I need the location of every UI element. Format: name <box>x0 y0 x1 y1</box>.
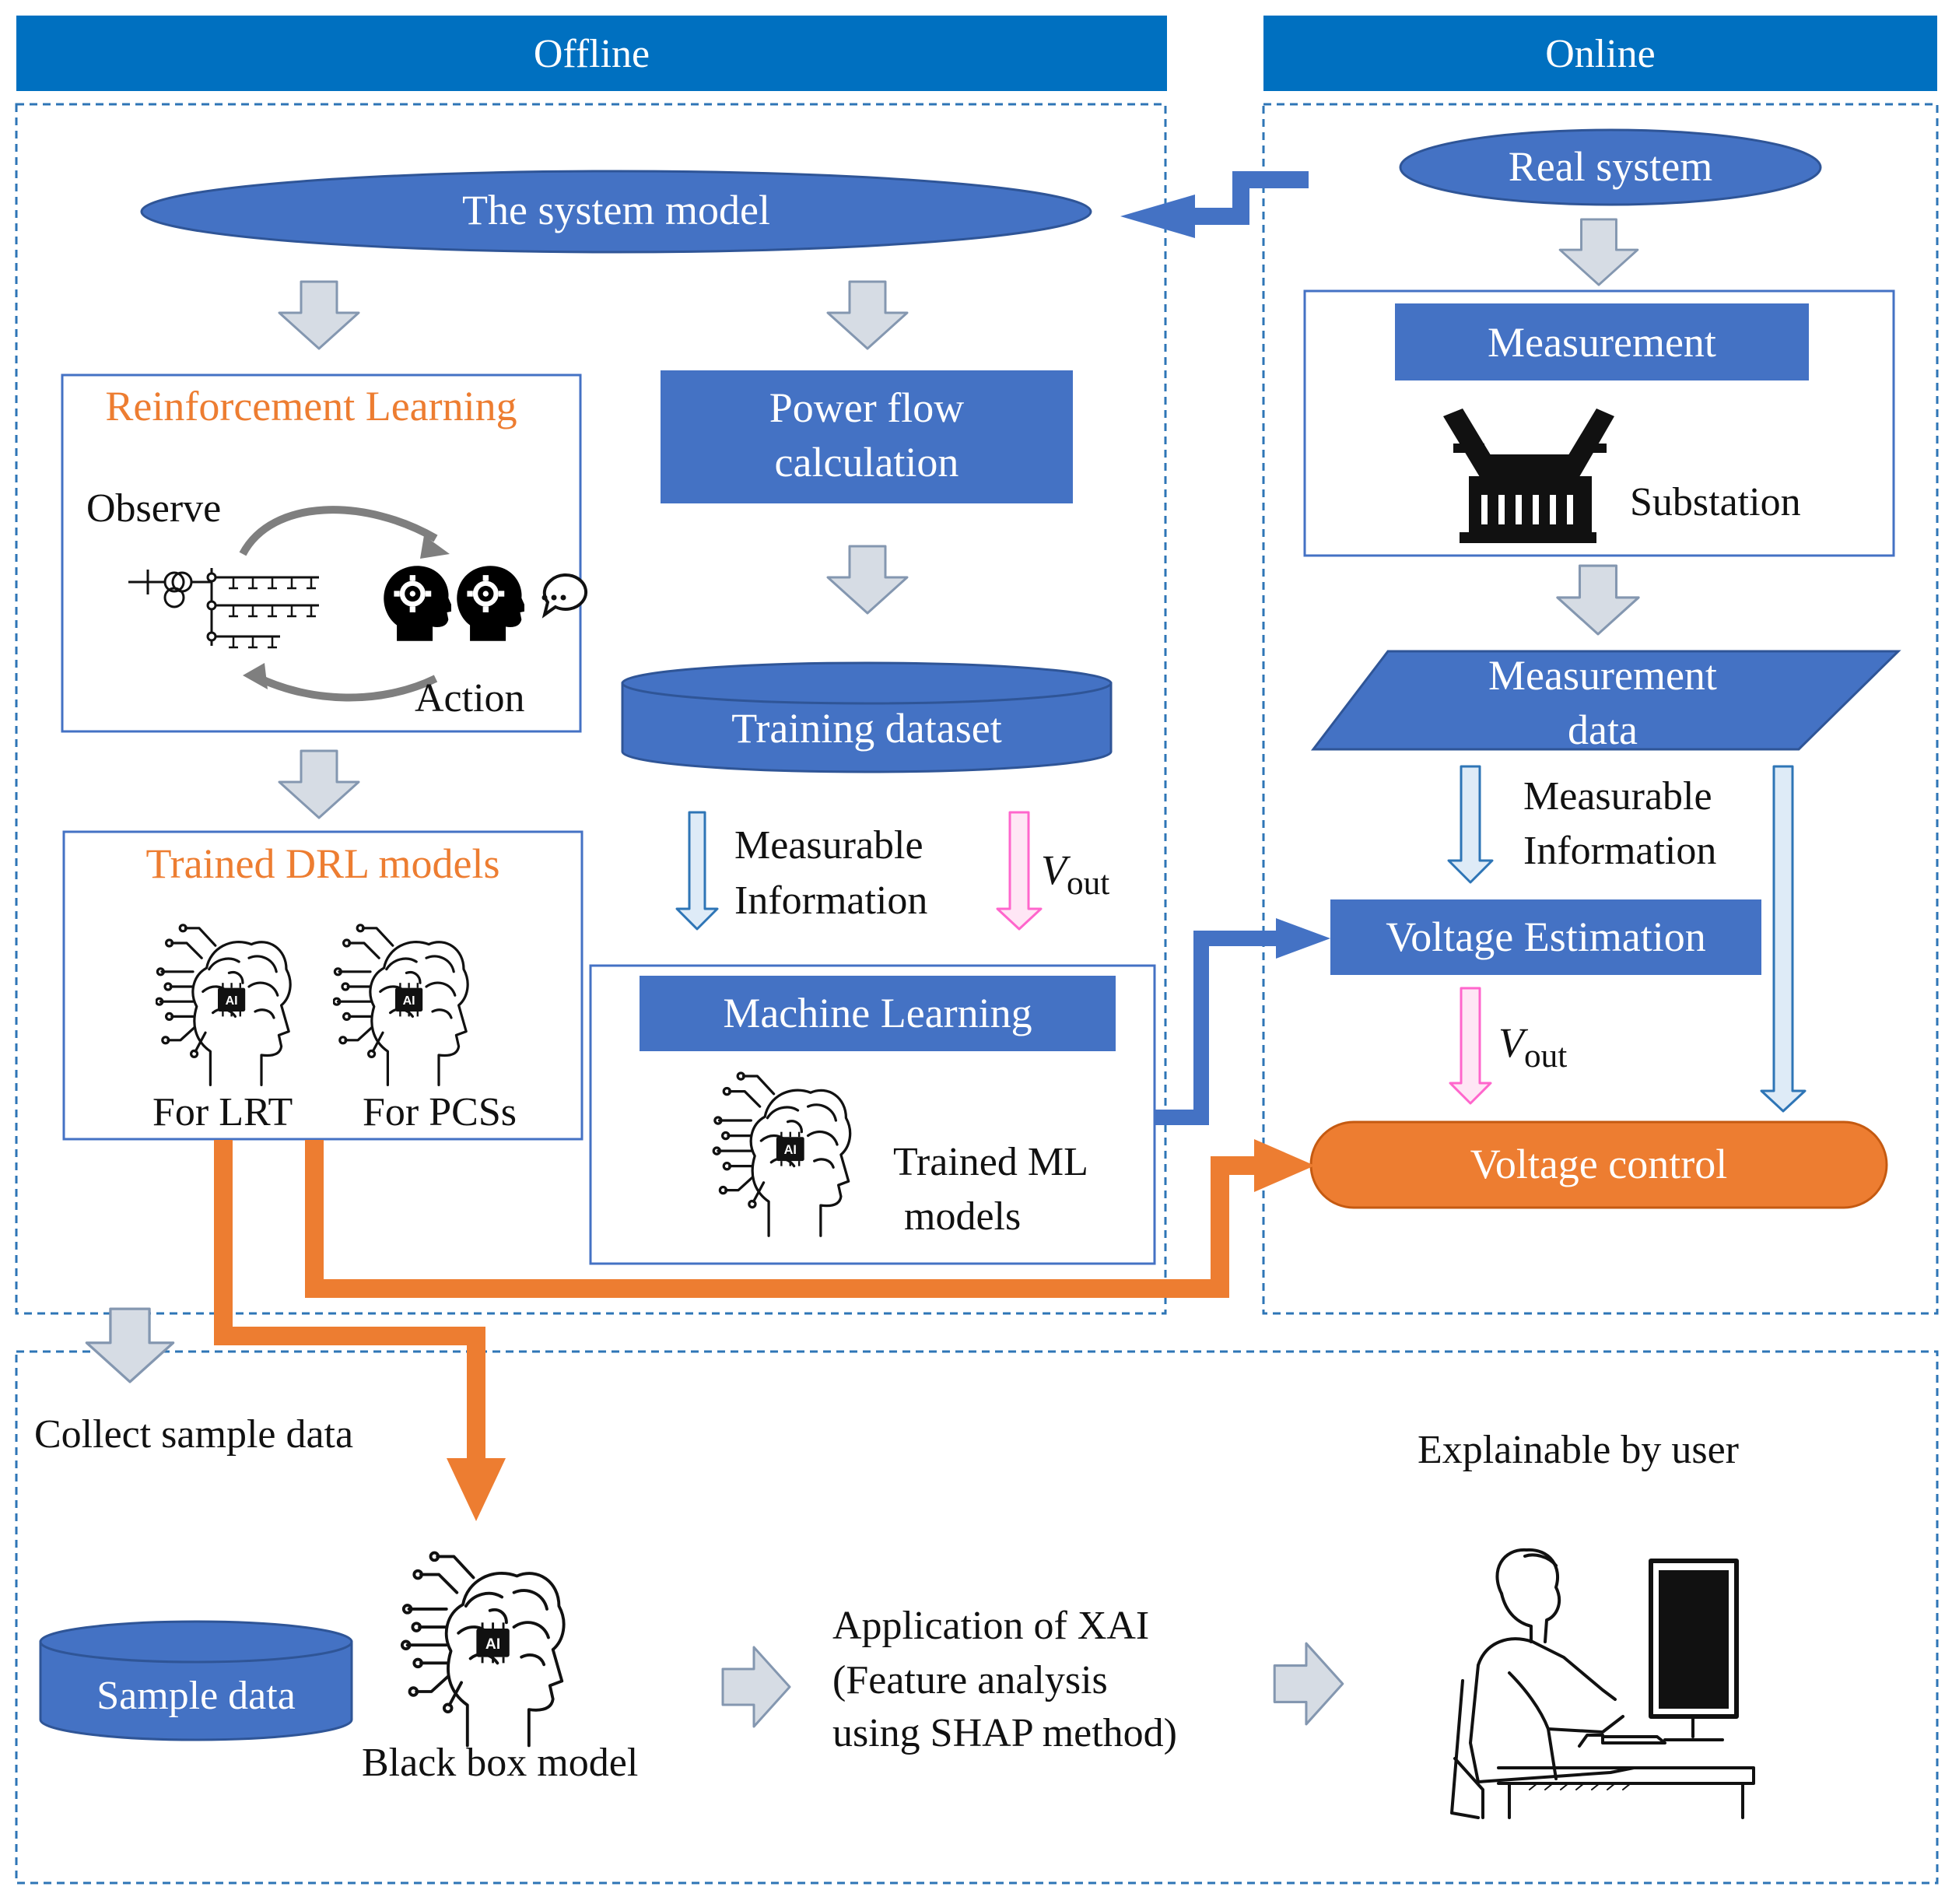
vout-label-online: Vout <box>1498 1018 1567 1078</box>
voltage-control-pill <box>1309 1120 1888 1209</box>
training-dataset-label: Training dataset <box>731 705 1002 752</box>
power-flow-box <box>661 370 1073 503</box>
action-arrow <box>254 673 438 702</box>
measurable-info-offline-1: Measurable <box>734 823 923 868</box>
action-arrowhead <box>243 663 268 689</box>
for-pcss-label: For PCSs <box>363 1090 517 1134</box>
offline-header <box>16 16 1167 91</box>
online-region <box>1262 103 1939 1315</box>
training-dataset-cylinder <box>621 661 1113 773</box>
voltage-estimation-label: Voltage Estimation <box>1386 913 1706 960</box>
online-header-label: Online <box>1545 32 1656 76</box>
down-arrow-to-measurement <box>1558 218 1639 286</box>
real-system-ellipse <box>1399 128 1822 206</box>
measurement-title: Measurement <box>1488 319 1716 366</box>
power-flow-label-1: Power flow <box>769 384 965 431</box>
observe-arrowhead <box>420 535 450 559</box>
collect-sample-label: Collect sample data <box>34 1412 354 1457</box>
vout-var-online: V <box>1498 1019 1524 1066</box>
down-arrow-to-drl <box>278 749 360 819</box>
observe-label: Observe <box>86 486 222 531</box>
vout-arrow-online <box>1449 987 1492 1105</box>
vout-sub: out <box>1067 864 1110 902</box>
right-arrow-to-user <box>1273 1642 1344 1726</box>
speech-bubble-icon <box>541 573 588 619</box>
measurement-data-label-2: data <box>1568 707 1638 753</box>
measurable-info-arrow-offline <box>675 811 719 931</box>
down-arrow-to-measurement-data <box>1556 564 1640 636</box>
trained-ml-label-1: Trained ML <box>893 1140 1088 1184</box>
voltage-estimation-box <box>1330 899 1761 975</box>
measurement-title-bar <box>1395 303 1809 380</box>
system-model-label: The system model <box>462 187 770 233</box>
sample-data-label: Sample data <box>96 1674 296 1718</box>
drl-to-blackbox-arrow <box>214 1140 506 1521</box>
ml-to-estimation-arrow <box>1155 918 1330 1125</box>
real-system-label: Real system <box>1508 143 1713 190</box>
measurable-info-arrow-online <box>1447 765 1494 884</box>
drl-to-voltage-control-arrow <box>305 1139 1315 1298</box>
vout-sub-online: out <box>1524 1037 1568 1075</box>
measurement-data-label-1: Measurement <box>1488 652 1717 699</box>
explainable-label: Explainable by user <box>1418 1428 1739 1472</box>
system-model-ellipse <box>140 170 1092 254</box>
ai-head-icon-blackbox <box>402 1553 564 1746</box>
down-arrow-collect <box>86 1309 173 1382</box>
measurement-data-parallelogram <box>1310 650 1901 751</box>
down-arrow-to-dataset <box>826 545 909 615</box>
ml-title-bar <box>640 976 1116 1051</box>
voltage-control-label: Voltage control <box>1470 1141 1728 1187</box>
rl-title: Reinforcement Learning <box>105 383 517 430</box>
offline-header-label: Offline <box>533 32 650 76</box>
trained-ml-label-2: models <box>904 1194 1022 1239</box>
xai-label-2: (Feature analysis <box>832 1658 1108 1702</box>
xai-label-1: Application of XAI <box>832 1604 1150 1648</box>
ml-title: Machine Learning <box>723 990 1032 1036</box>
xai-label-3: using SHAP method) <box>832 1711 1177 1755</box>
sample-data-cylinder <box>39 1620 353 1741</box>
action-label: Action <box>415 676 525 721</box>
online-header <box>1263 16 1937 91</box>
measurable-info-online-2: Information <box>1523 829 1717 873</box>
substation-label: Substation <box>1630 480 1801 524</box>
drl-title: Trained DRL models <box>145 840 500 887</box>
down-arrow-to-rl <box>278 280 360 350</box>
offline-region <box>15 103 1167 1315</box>
power-flow-label-2: calculation <box>774 439 959 486</box>
observe-arrow <box>239 506 438 556</box>
real-to-model-arrow <box>1120 171 1309 238</box>
drl-box <box>62 830 583 1141</box>
measurable-info-offline-2: Information <box>734 878 928 923</box>
right-arrow-to-xai <box>721 1646 791 1728</box>
vout-label-offline: Vout <box>1041 845 1109 905</box>
for-lrt-label: For LRT <box>152 1090 293 1134</box>
vout-arrow-offline <box>996 811 1043 931</box>
vout-var: V <box>1041 847 1067 893</box>
user-at-computer-icon <box>1450 1548 1755 1819</box>
rl-box <box>61 373 582 733</box>
measurable-info-online-1: Measurable <box>1523 774 1712 819</box>
substation-icon <box>1443 409 1614 543</box>
black-box-label: Black box model <box>362 1741 639 1785</box>
xai-region <box>15 1350 1939 1885</box>
bypass-arrow-online <box>1760 765 1807 1113</box>
power-grid-icon <box>128 568 319 649</box>
down-arrow-to-powerflow <box>826 280 909 350</box>
